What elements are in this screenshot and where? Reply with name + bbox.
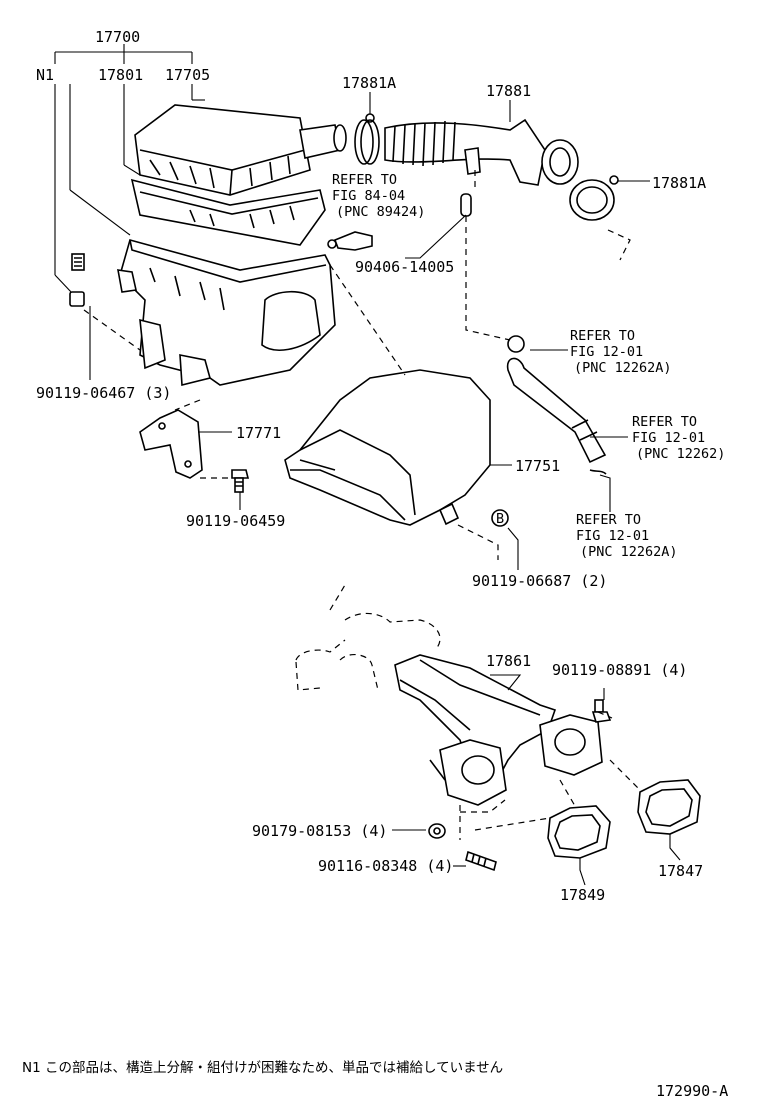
refer1-line1: REFER TO — [332, 172, 397, 188]
label-90119-08891: 90119-08891 (4) — [552, 661, 687, 679]
footnote: N1 この部品は、構造上分解・組付けが困難なため、単品では補給していません — [22, 1060, 503, 1076]
label-90116-08348: 90116-08348 (4) — [318, 857, 453, 875]
label-17881: 17881 — [486, 82, 531, 100]
label-17849: 17849 — [560, 886, 605, 904]
engine-outline — [295, 584, 441, 691]
air-cleaner-cap — [134, 104, 347, 196]
refer3-line1: REFER TO — [632, 414, 697, 430]
callout-circle-b — [491, 509, 509, 527]
bolt-90119-06459 — [231, 469, 250, 493]
air-duct — [284, 369, 491, 526]
gasket-17849 — [547, 805, 611, 859]
label-90119-06467: 90119-06467 (3) — [36, 384, 171, 402]
bracket-17771 — [139, 409, 203, 479]
label-17801: 17801 — [98, 66, 143, 84]
label-90406-14005: 90406-14005 — [355, 258, 454, 276]
refer1-line3: (PNC 89424) — [336, 204, 425, 220]
leader-lines — [89, 92, 681, 886]
ventilation-hose — [506, 335, 607, 475]
refer1-line2: FIG 84-04 — [332, 188, 405, 204]
bracket-17700 — [54, 44, 205, 294]
label-17771: 17771 — [236, 424, 281, 442]
label-17751: 17751 — [515, 457, 560, 475]
nut-90179-08153 — [428, 823, 446, 839]
gasket-17847 — [637, 779, 701, 835]
stud-90116-08348 — [465, 850, 497, 872]
refer2-line3: (PNC 12262A) — [574, 360, 672, 376]
refer3-line2: FIG 12-01 — [632, 430, 705, 446]
label-17861: 17861 — [486, 652, 531, 670]
figure-id: 172990-A — [656, 1082, 728, 1100]
label-17700: 17700 — [95, 28, 140, 46]
callout-b-text: B — [496, 511, 504, 527]
refer4-line3: (PNC 12262A) — [580, 544, 678, 560]
refer2-line2: FIG 12-01 — [570, 344, 643, 360]
intake-hose — [384, 118, 579, 186]
label-17847: 17847 — [658, 862, 703, 880]
filter-element — [130, 178, 326, 246]
hose-clamp-top — [354, 113, 380, 165]
bolt-90119-06467 — [69, 253, 85, 307]
label-90179-08153: 90179-08153 (4) — [252, 822, 387, 840]
refer3-line3: (PNC 12262) — [636, 446, 725, 462]
sensor — [327, 231, 373, 251]
label-17881a-right: 17881A — [652, 174, 706, 192]
bolt-90119-08891 — [591, 699, 612, 723]
intake-manifold — [394, 654, 603, 806]
refer4-line1: REFER TO — [576, 512, 641, 528]
label-90119-06687: 90119-06687 (2) — [472, 572, 607, 590]
assembly-dashes — [83, 170, 641, 840]
label-17881a-top: 17881A — [342, 74, 396, 92]
hose-clamp-right — [569, 175, 619, 221]
air-cleaner-case — [117, 239, 336, 387]
refer2-line1: REFER TO — [570, 328, 635, 344]
vacuum-hose — [460, 193, 472, 217]
refer4-line2: FIG 12-01 — [576, 528, 649, 544]
label-17705: 17705 — [165, 66, 210, 84]
label-90119-06459: 90119-06459 — [186, 512, 285, 530]
label-n1: N1 — [36, 66, 54, 84]
